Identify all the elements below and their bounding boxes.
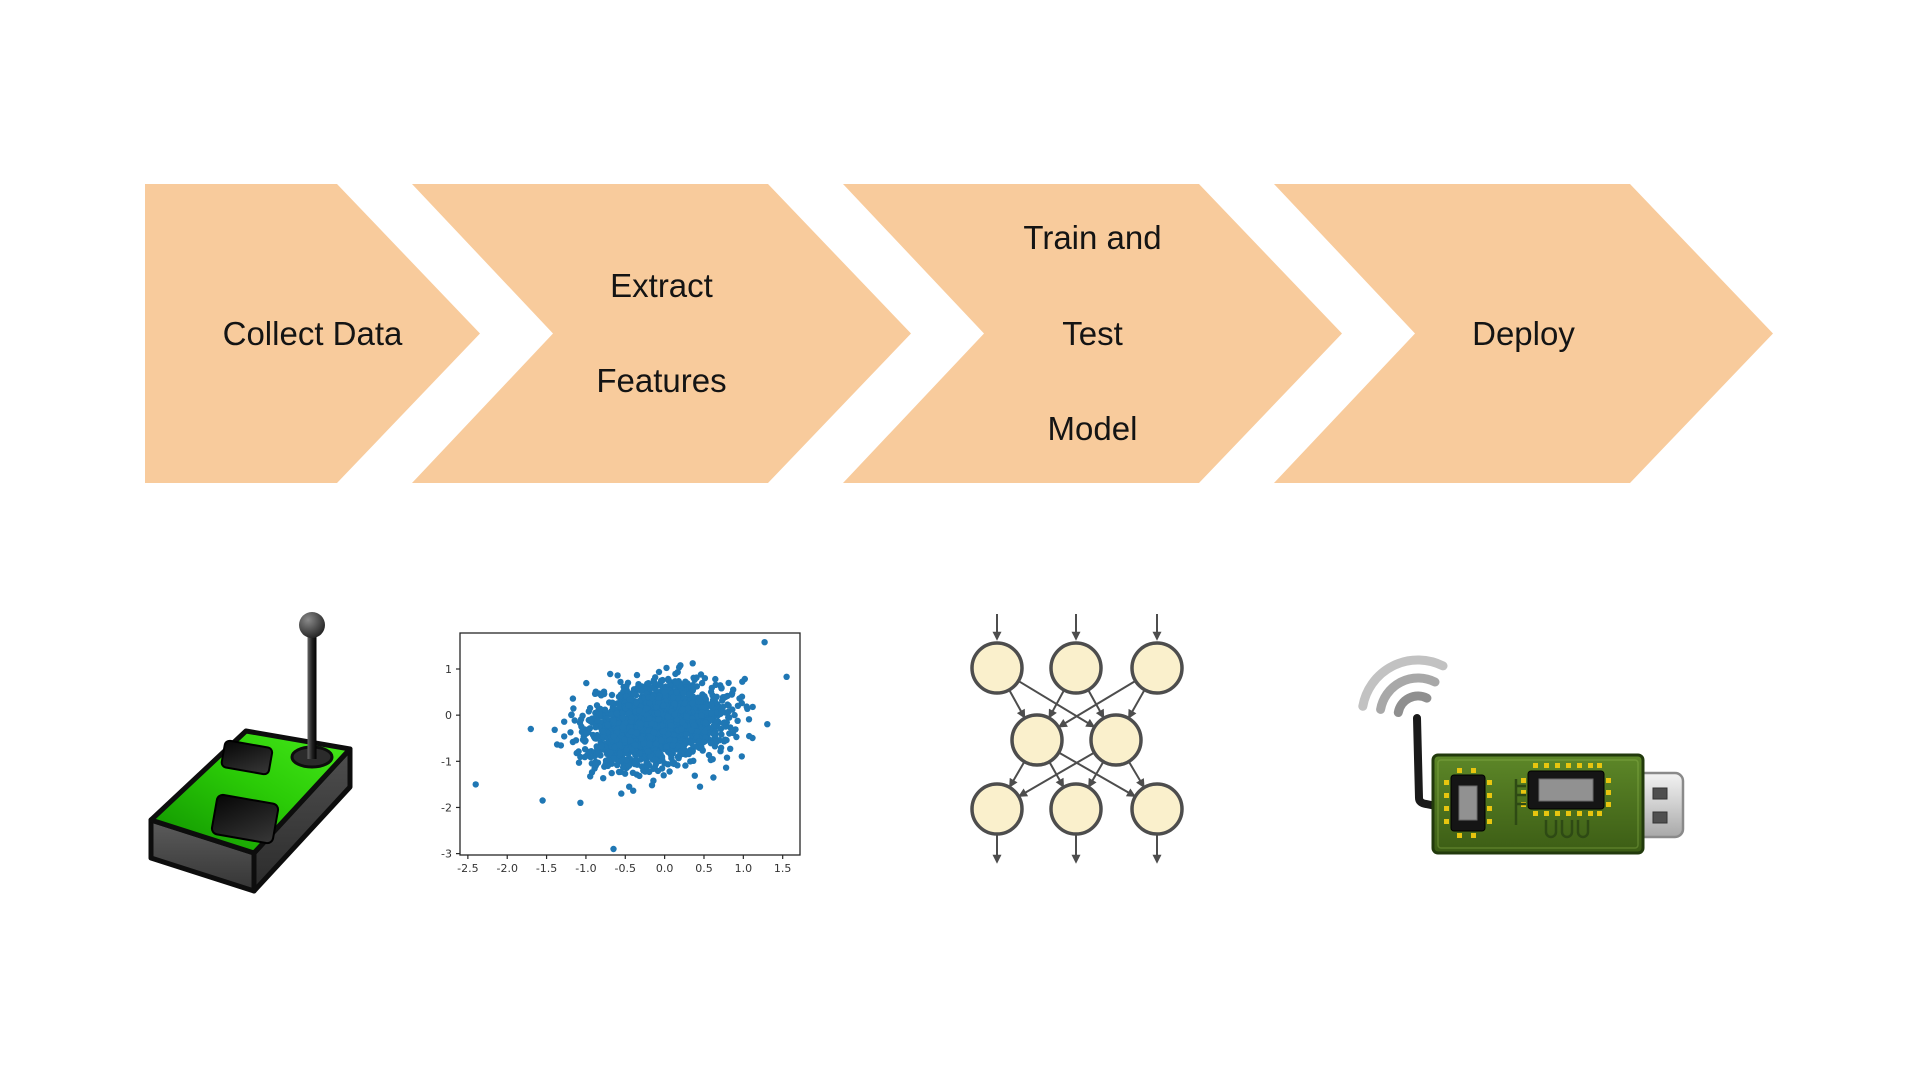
nn-input-arrows [992,614,1162,641]
x-tick-label: -2.5 [457,862,478,875]
x-tick-label: -1.0 [575,862,596,875]
step-label-deploy: Deploy [1274,184,1773,483]
y-tick-label: -1 [441,755,452,768]
wireless-sensor-node-icon [148,612,353,894]
x-tick-label: -2.0 [496,862,517,875]
neural-network-icon [970,614,1184,864]
step-1-line-1: Collect Data [222,314,403,352]
large-chip [1521,763,1611,816]
x-tick-label: -1.5 [536,862,557,875]
small-chip-pins [1444,768,1492,838]
y-tick-label: -3 [441,848,452,861]
chevron-arrow-2 [412,184,911,483]
step-3-line-1: Train and [1023,218,1162,256]
nn-nodes [970,641,1184,836]
x-tick-label: 0.5 [695,862,713,875]
pcb-inner-edge [1437,759,1639,849]
axes-box [459,632,801,856]
pcb-traces [1514,779,1590,839]
step-3-line-3: Model [1047,410,1138,448]
antenna-rod [307,629,317,759]
wifi-signal-icon [1358,655,1448,717]
y-tick-label: 0 [445,709,452,722]
x-tick-label: 1.5 [774,862,792,875]
x-tick-label: 0.0 [656,862,674,875]
chevron-arrow-4 [1274,184,1773,483]
step-2-line-2: Features [596,362,727,400]
dongle-antenna [1413,714,1440,810]
step-4-line-1: Deploy [1472,314,1575,352]
step-3-line-2: Test [1062,314,1123,352]
y-tick-label: 1 [445,663,452,676]
step-2-line-1: Extract [610,266,713,304]
scatter-plot: -2.5 -2.0 -1.5 -1.0 -0.5 0.0 0.5 1.0 1.5 1 0 -1 -2 -3 [441,632,801,875]
step-label-extract-features: Extract Features [412,184,911,483]
small-chip [1444,768,1492,838]
chevron-arrow-3 [843,184,1342,483]
usb-slot-bottom [1652,811,1668,824]
usb-slot-top [1652,787,1668,800]
large-chip-pins [1521,763,1611,816]
step-label-train-test-model: Train and Test Model [843,184,1342,483]
process-arrows [145,184,1773,483]
sensor-box [148,728,353,894]
x-tick-label: -0.5 [615,862,636,875]
usb-wireless-dongle-icon [1358,655,1685,855]
sensor-pad-small [220,739,274,776]
y-tick-label: -2 [441,801,452,814]
antenna-ball [299,612,325,638]
x-tick-label: 1.0 [735,862,753,875]
chevron-arrow-1 [145,184,480,483]
step-label-collect-data: Collect Data [145,184,480,483]
nn-output-arrows [992,834,1162,864]
sensor-pad-large [210,793,280,845]
